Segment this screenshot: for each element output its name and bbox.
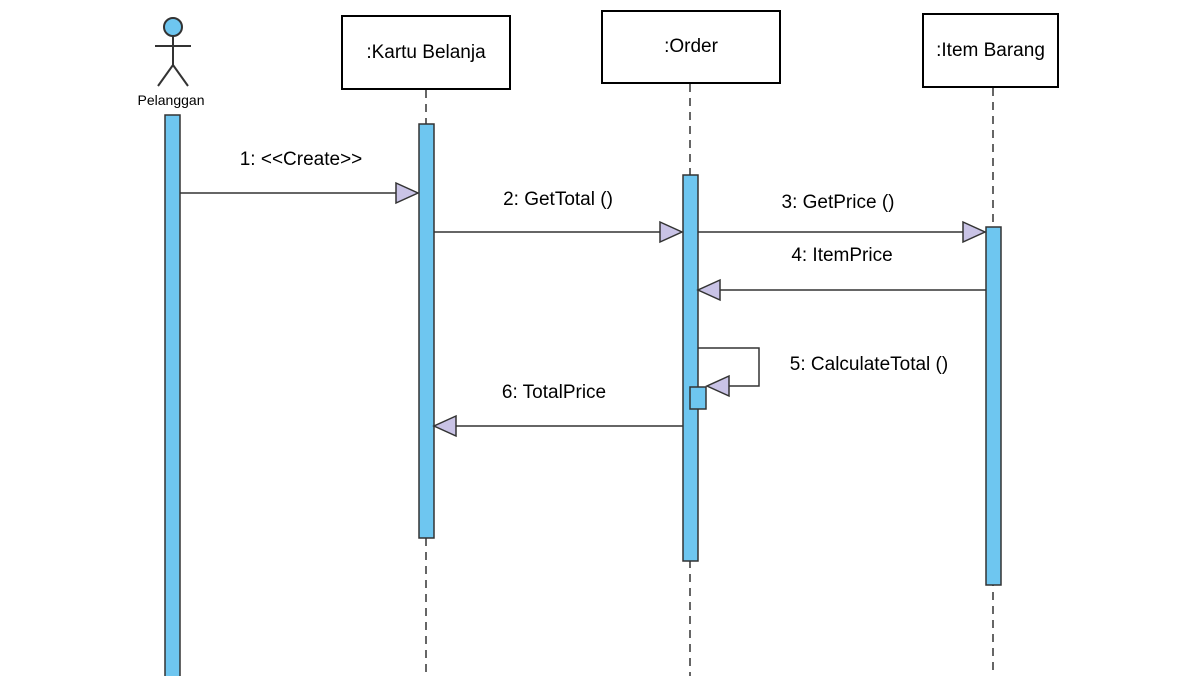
message-arrow-3 [698,220,987,244]
activation-order [682,174,699,562]
object-item-barang: :Item Barang [922,13,1059,88]
message-arrow-4 [696,278,986,302]
actor-label: Pelanggan [137,92,205,108]
message-label-6: 6: TotalPrice [501,382,607,403]
message-label-2: 2: GetTotal () [503,189,613,210]
message-label-4: 4: ItemPrice [791,245,893,266]
object-kartu-belanja: :Kartu Belanja [341,15,511,90]
actor-icon [155,17,191,87]
message-arrow-1 [180,181,420,205]
activation-item [985,226,1002,586]
activation-kartu [418,123,435,539]
message-label-3: 3: GetPrice () [781,192,895,213]
message-label-1: 1: <<Create>> [239,149,363,170]
object-order: :Order [601,10,781,84]
message-label-5: 5: CalculateTotal () [789,354,949,375]
message-arrow-2 [434,220,684,244]
message-arrow-5 [698,347,760,398]
activation-pelanggan [164,114,181,676]
activation-order-self [689,386,707,410]
message-arrow-6 [432,414,683,438]
